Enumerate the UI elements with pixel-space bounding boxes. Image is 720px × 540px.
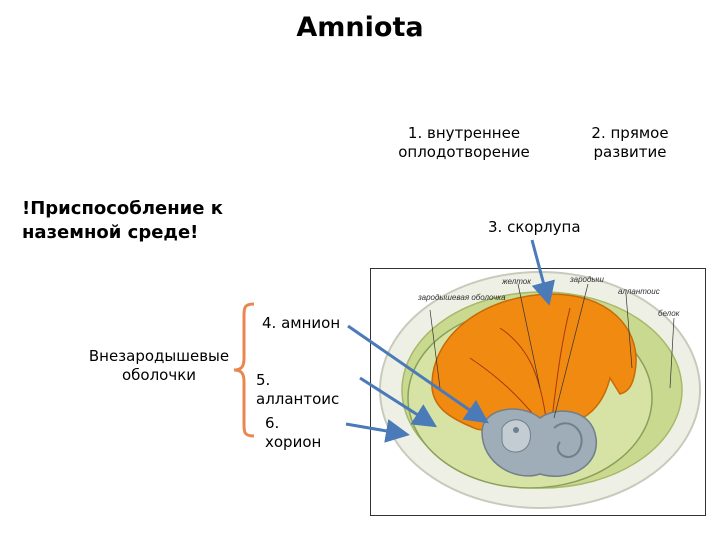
bracket-graphic	[233, 302, 255, 438]
adaptation-heading: !Приспособление к наземной среде!	[22, 198, 223, 243]
fig-label-embryo: зародыш	[569, 275, 604, 284]
arrow-allantois	[359, 376, 438, 428]
fig-label-yolk: желток	[501, 277, 532, 286]
egg-diagram: желток зародыш аллантоис белок зародышев…	[370, 268, 706, 516]
amnion-label: 4. амнион	[262, 314, 341, 332]
fig-label-albumen: белок	[658, 309, 681, 318]
feature-shell: 3. скорлупа	[488, 218, 581, 236]
feature-internal-fertilization: 1. внутреннее оплодотворение	[398, 124, 530, 161]
embryo-head	[501, 419, 531, 453]
fig-label-allantois: аллантоис	[618, 287, 660, 296]
allantois-label: 5. аллантоис	[256, 371, 340, 408]
extraembryonic-membranes-label: Внезародышевые оболочки	[88, 347, 230, 384]
feature-direct-development: 2. прямое развитие	[591, 124, 669, 161]
fig-label-embryonic-membrane: зародышевая оболочка	[417, 293, 506, 302]
yolk	[431, 293, 637, 431]
embryo-eye	[513, 427, 519, 433]
page-title: Amniota	[296, 12, 424, 43]
arrow-shell	[530, 239, 555, 306]
arrow-amnion	[347, 324, 489, 424]
chorion-label: 6. хорион	[265, 414, 322, 451]
arrow-chorion	[345, 419, 410, 443]
embryo-body	[553, 422, 583, 458]
